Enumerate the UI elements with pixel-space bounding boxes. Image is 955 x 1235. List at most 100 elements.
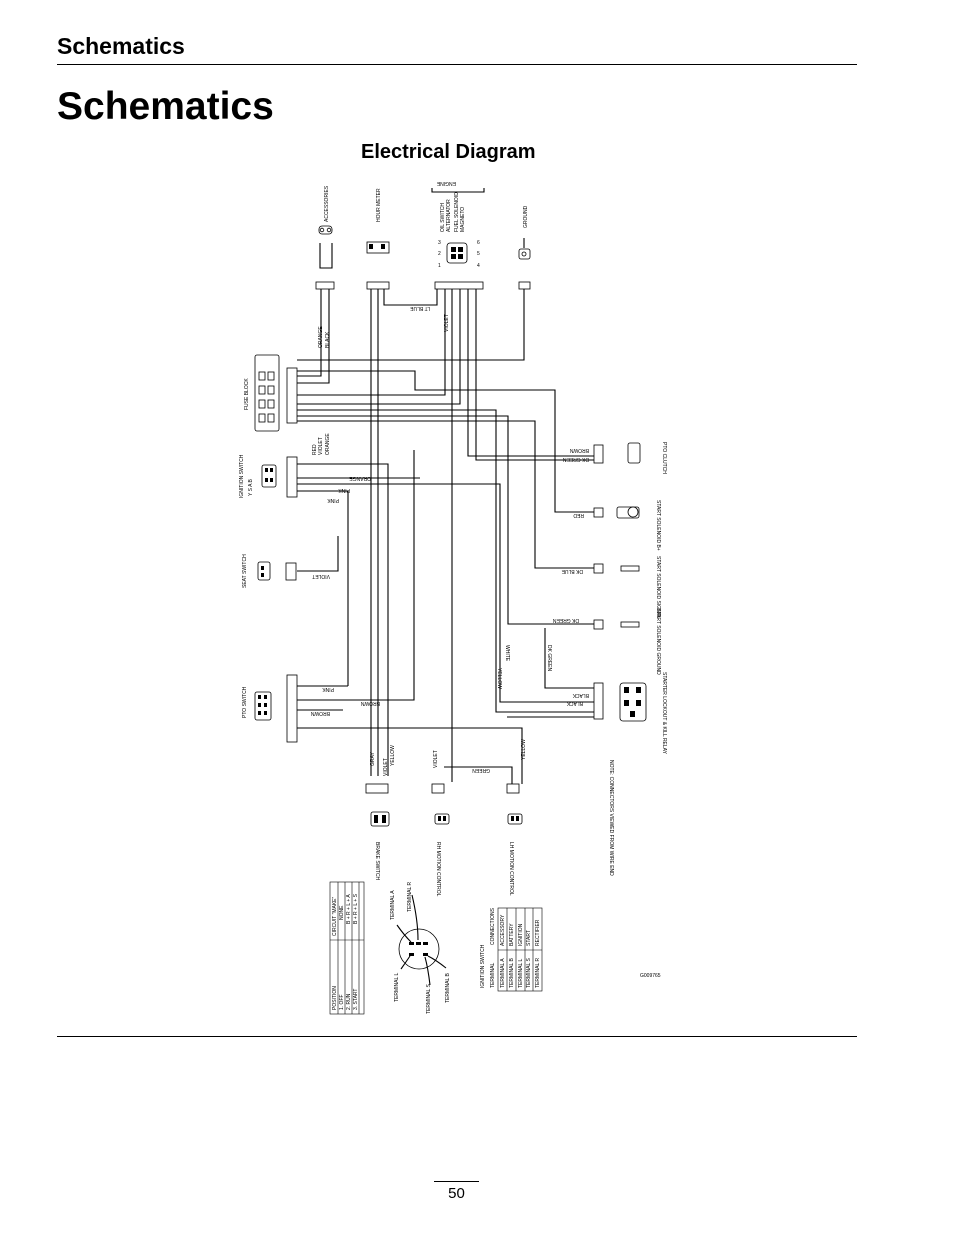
conn-row-a: TERMINAL A xyxy=(500,958,506,988)
start-solenoid-signal: START SOLENOID SIGNAL xyxy=(593,556,661,619)
fuse-block-label: FUSE BLOCK xyxy=(244,378,250,410)
seat-switch-label: SEAT SWITCH xyxy=(242,554,248,588)
pto-clutch: PTO CLUTCH xyxy=(593,442,667,474)
wire-label-black-1: BLACK xyxy=(325,331,331,348)
fuse-block: FUSE BLOCK xyxy=(244,354,298,432)
oil-switch-label: OIL SWITCH xyxy=(440,203,446,232)
conn-row-b: TERMINAL B xyxy=(509,958,515,988)
accessories-label: ACCESSORIES xyxy=(324,185,330,222)
wire-label-pink-2: PINK xyxy=(327,497,339,503)
hour-meter-connector: HOUR METER xyxy=(366,188,390,254)
conn-row-b-value: BATTERY xyxy=(509,923,515,946)
conn-row-s-value: START xyxy=(526,930,532,946)
connections-header-terminal: TERMINAL xyxy=(490,963,496,989)
engine-connector: ENGINE 321 654 OIL SWITCH ALTERNATOR FUE… xyxy=(431,180,485,269)
wire-label-lt-blue: LT BLUE xyxy=(410,305,430,311)
circuit-row-run-make: B + R + L + A xyxy=(346,894,352,924)
lh-motion-control: LH MOTION CONTROL xyxy=(506,783,523,896)
conn-row-l: TERMINAL L xyxy=(518,959,524,988)
terminal-s-label: TERMINAL S xyxy=(426,984,432,1014)
connections-table: IGNITION SWITCH TERMINAL CONNECTIONS TER… xyxy=(480,907,543,992)
circuit-header-position: POSITION xyxy=(332,986,338,1010)
wire-label-brown-1: BROWN xyxy=(569,447,589,453)
wire-label-violet-4: VIOLET xyxy=(383,758,389,776)
footer-rule xyxy=(57,1036,857,1037)
wire-label-red-2: RED xyxy=(573,512,584,518)
wire-harness xyxy=(297,289,594,784)
lh-motion-label: LH MOTION CONTROL xyxy=(508,842,514,896)
wire-label-violet-2: VIOLET xyxy=(318,437,324,455)
wire-label-violet-3: VIOLET xyxy=(312,573,330,579)
wire-label-brown-3: BROWN xyxy=(310,710,330,716)
fuel-solenoid-label: FUEL SOLENOID xyxy=(454,192,460,232)
starter-lockout-label: STARTER LOCKOUT & KILL RELAY xyxy=(661,672,667,755)
ground-terminal: GROUND xyxy=(518,205,531,260)
ignition-switch: IGNITION SWITCH Y S A B xyxy=(239,454,298,498)
svg-text:5: 5 xyxy=(477,251,480,257)
wire-label-violet-1: VIOLET xyxy=(444,314,450,332)
connections-caption: IGNITION SWITCH xyxy=(480,944,486,988)
terminal-r-label: TERMINAL R xyxy=(407,882,413,912)
hour-meter-label: HOUR METER xyxy=(376,188,382,222)
wire-label-orange-3: ORANGE xyxy=(349,475,371,481)
starter-lockout-relay: STARTER LOCKOUT & KILL RELAY xyxy=(593,672,667,755)
start-solenoid-b-label: START SOLENOID B+ xyxy=(655,500,661,551)
connector-note: NOTE: CONNECTORS VIEWED FROM WIRE END xyxy=(608,760,614,876)
magneto-label: MAGNETO xyxy=(460,207,466,232)
ignition-pins-label: Y S A B xyxy=(248,478,254,496)
page-title: Schematics xyxy=(57,85,274,128)
circuit-table: POSITION CIRCUIT "MAKE" 1. OFF NONE 2. R… xyxy=(329,881,365,1015)
rh-motion-label: RH MOTION CONTROL xyxy=(435,842,441,897)
conn-row-l-value: IGNITION xyxy=(518,923,524,946)
circuit-row-start-make: B + R + L + S xyxy=(353,893,359,924)
terminal-l-label: TERMINAL L xyxy=(394,973,400,1002)
header-rule xyxy=(57,64,857,65)
wire-label-yellow-2: YELLOW xyxy=(390,745,396,766)
wire-label-red-1: RED xyxy=(312,444,318,455)
wire-label-yellow-3: YELLOW xyxy=(521,739,527,760)
wire-label-pink-1: PINK xyxy=(338,487,350,493)
pto-switch: PTO SWITCH xyxy=(242,674,298,743)
conn-row-r: TERMINAL R xyxy=(535,958,541,988)
pto-clutch-label: PTO CLUTCH xyxy=(661,442,667,474)
engine-group-label: ENGINE xyxy=(436,180,456,186)
ignition-key-drawing: TERMINAL A TERMINAL R TERMINAL L TERMINA… xyxy=(390,882,451,1014)
wire-label-white: WHITE xyxy=(504,645,510,662)
conn-row-s: TERMINAL S xyxy=(526,958,532,988)
wire-label-pink-3: PINK xyxy=(322,686,334,692)
circuit-row-off-make: NONE xyxy=(339,905,345,920)
ignition-switch-label: IGNITION SWITCH xyxy=(239,454,245,498)
svg-text:2: 2 xyxy=(438,251,441,257)
wire-label-dk-green-1: DK GREEN xyxy=(562,456,589,462)
svg-text:4: 4 xyxy=(477,263,480,269)
start-solenoid-ground: START SOLENOID GROUND xyxy=(593,608,661,675)
connections-header-connections: CONNECTIONS xyxy=(490,907,496,945)
brake-switch-label: BRAKE SWITCH xyxy=(374,842,380,880)
wire-label-brown-2: BROWN xyxy=(360,700,380,706)
accessories-connector: ACCESSORIES xyxy=(318,185,333,269)
circuit-row-run: 2. RUN xyxy=(346,993,352,1010)
rh-motion-control: RH MOTION CONTROL xyxy=(431,783,450,897)
start-solenoid-ground-label: START SOLENOID GROUND xyxy=(655,608,661,675)
terminal-a-label: TERMINAL A xyxy=(390,890,396,920)
page-number: 50 xyxy=(448,1185,465,1202)
brake-switch: BRAKE SWITCH xyxy=(365,783,390,880)
seat-switch: SEAT SWITCH xyxy=(242,554,297,588)
circuit-row-start: 3. START xyxy=(353,989,359,1011)
start-solenoid-b: START SOLENOID B+ xyxy=(593,500,661,551)
terminal-b-label: TERMINAL B xyxy=(445,973,451,1003)
wire-label-black-3: BLACK xyxy=(566,700,583,706)
svg-text:3: 3 xyxy=(438,240,441,246)
wire-label-orange-2: ORANGE xyxy=(325,433,331,455)
wire-label-yellow-1: YELLOW xyxy=(496,668,502,689)
figure-id: G009765 xyxy=(640,973,661,979)
section-header: Schematics xyxy=(57,33,185,59)
wire-label-orange-1: ORANGE xyxy=(318,326,324,348)
wire-label-dk-green-3: DK GREEN xyxy=(546,645,552,672)
wire-label-dk-blue: DK BLUE xyxy=(561,568,583,574)
diagram-title: Electrical Diagram xyxy=(361,141,536,163)
wire-label-gray: GRAY xyxy=(370,752,376,766)
circuit-header-make: CIRCUIT "MAKE" xyxy=(332,896,338,936)
conn-row-a-value: ACCESSORY xyxy=(500,914,506,946)
